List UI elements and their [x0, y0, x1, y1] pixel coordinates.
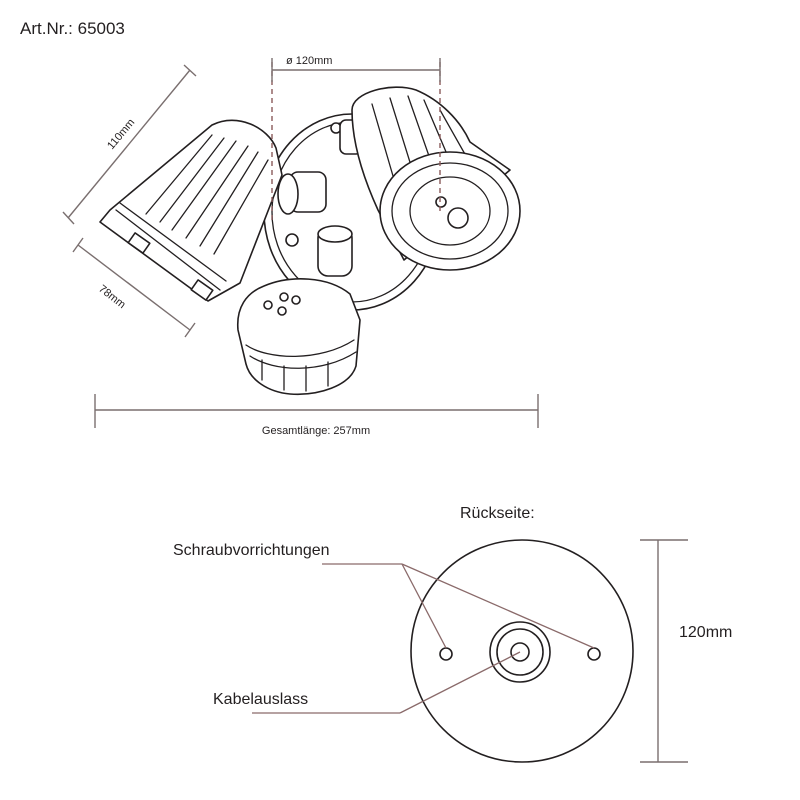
back-diameter-dimension: 120mm: [640, 539, 732, 763]
front-view: ø 120mm 110mm 78mm Gesamtlänge: 257mm: [62, 55, 539, 437]
left-lamp-joint: [277, 171, 327, 215]
article-number: Art.Nr.: 65003: [20, 19, 125, 38]
screw-fixtures-label: Schraubvorrichtungen: [173, 542, 330, 559]
back-diameter-label: 120mm: [679, 624, 732, 641]
left-spotlight: [99, 119, 283, 302]
cable-leader-diagonal: [399, 651, 521, 714]
cable-outlet-label: Kabelauslass: [213, 691, 308, 708]
diameter-dimension: ø 120mm: [271, 55, 441, 82]
total-length-dimension: Gesamtlänge: 257mm: [94, 394, 539, 437]
screw-hole-left: [439, 647, 453, 661]
motion-sensor: [237, 278, 361, 396]
total-length-label: Gesamtlänge: 257mm: [262, 425, 370, 437]
screw-leader-left: [401, 563, 447, 649]
back-view: Rückseite: Schraubvorrichtungen Kabelaus…: [173, 505, 732, 763]
screw-leader-right: [401, 563, 595, 649]
screw-hole-right: [587, 647, 601, 661]
sensor-neck: [317, 225, 353, 277]
back-view-title: Rückseite:: [460, 505, 535, 522]
depth-label: 78mm: [96, 283, 127, 311]
height-label: 110mm: [105, 117, 137, 152]
right-spotlight: [351, 86, 521, 271]
diameter-label: ø 120mm: [286, 55, 332, 67]
